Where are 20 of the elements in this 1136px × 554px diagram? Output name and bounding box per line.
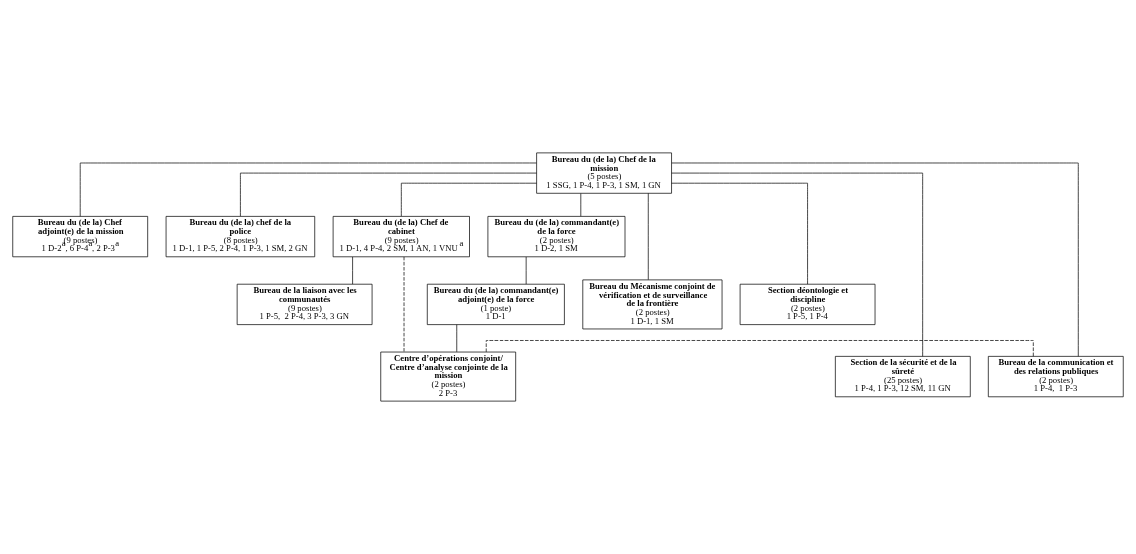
node-box: Section déontologie et discipline (2 postes) 1 P-5, 1 P-4 bbox=[739, 283, 876, 325]
connector bbox=[352, 256, 353, 285]
node-box: Section de la sécurité et de la sûreté (25 postes) 1 P-4, 1 P-3, 12 SM, 11 GN bbox=[835, 356, 971, 398]
node-box: Bureau du (de la) chef de la police (8 postes) 1 D-1, 1 P-5, 2 P-4, 1 P-3, 1 SM, 2 GN bbox=[165, 216, 316, 258]
connector bbox=[400, 182, 537, 217]
node-box: Bureau de la communication et des relations publiques (2 postes) 1 P-4, 1 P-3 bbox=[987, 356, 1124, 398]
connector bbox=[580, 193, 582, 217]
node-box: Bureau de la liaison avec les communautés (9 postes) 1 P-5, 2 P-4, 3 P-3, 3 GN bbox=[236, 283, 373, 325]
node-box: Bureau du (de la) commandant(e) adjoint(e) de la force (1 poste) 1 D-1 bbox=[426, 283, 565, 325]
connector bbox=[79, 162, 537, 217]
connector bbox=[240, 172, 537, 217]
node-box: Bureau du Mécanisme conjoint de vérification et de surveillance de la frontière (2 postes) 1 D-1, 1 SM bbox=[582, 279, 723, 330]
node-box: Bureau du (de la) Chef de la mission (5 postes) 1 SSG, 1 P-4, 1 P-3, 1 SM, 1 GN bbox=[536, 152, 672, 194]
connector bbox=[456, 324, 458, 353]
connector bbox=[671, 182, 808, 285]
connector bbox=[671, 172, 923, 357]
connector bbox=[647, 192, 649, 281]
node-box: Centre d’opérations conjoint/ Centre d’analyse conjointe de la mission (2 postes) 2 P-3 bbox=[380, 351, 517, 402]
node-box: Bureau du (de la) commandant(e) de la force (2 postes) 1 D-2, 1 SM bbox=[487, 216, 626, 258]
connector bbox=[671, 162, 1079, 357]
